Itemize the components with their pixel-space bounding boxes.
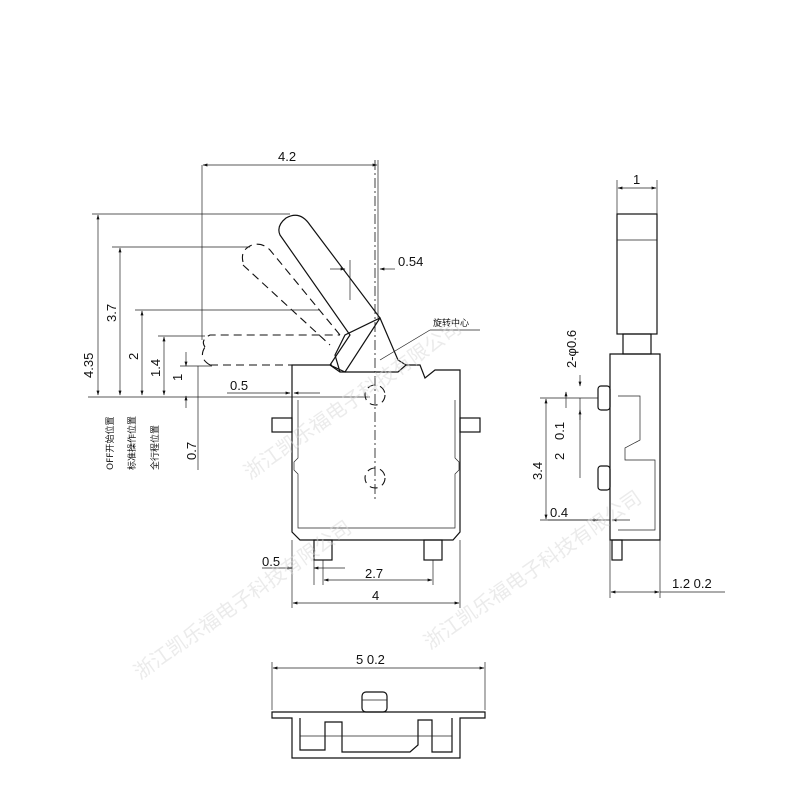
end-terminal xyxy=(611,539,623,561)
actuator-base xyxy=(334,317,407,373)
watermark-text-2: 浙江凯乐福电子科技有限公司 xyxy=(129,515,356,684)
dim-text-4-2: 4.2 xyxy=(278,149,296,164)
bottom-body-outline xyxy=(271,711,486,759)
left-tab xyxy=(271,417,293,433)
end-actuator xyxy=(616,213,658,335)
end-body-inner xyxy=(618,395,656,531)
dim-text-bottom-5: 5 0.2 xyxy=(356,652,385,667)
dim-text-1-4: 1.4 xyxy=(148,359,163,377)
dim-text-end-1-2: 1.2 0.2 xyxy=(672,576,712,591)
dim-text-end-2: 2 xyxy=(552,453,567,460)
bottom-inner-right xyxy=(372,718,453,753)
end-actuator-neck xyxy=(622,333,652,355)
dim-text-0-5-bottom: 0.5 xyxy=(262,554,280,569)
dim-text-3-7: 3.7 xyxy=(104,304,119,322)
dim-text-2: 2 xyxy=(126,353,141,360)
dim-text-4-35: 4.35 xyxy=(81,353,96,378)
watermark-text-1: 浙江凯乐福电子科技有限公司 xyxy=(239,315,466,484)
watermark-text-3: 浙江凯乐福电子科技有限公司 xyxy=(419,485,646,654)
dim-text-1: 1 xyxy=(170,374,185,381)
actuator-full-position xyxy=(201,334,340,366)
rotation-center-label: 旋转中心 xyxy=(433,317,469,329)
end-view: 1 2-φ0.6 0.1 2 3.4 0.4 1.2 0.2 xyxy=(530,172,725,598)
end-pin-upper xyxy=(597,385,611,411)
bottom-inner-left xyxy=(299,718,372,753)
off-position-label: OFF开始位置 xyxy=(104,417,116,470)
dim-text-2-phi-0-6: 2-φ0.6 xyxy=(564,330,579,368)
dim-text-2-7: 2.7 xyxy=(365,566,383,581)
right-tab xyxy=(459,417,481,433)
bottom-actuator xyxy=(361,691,388,713)
dim-text-4: 4 xyxy=(372,588,379,603)
end-pin-lower xyxy=(597,465,611,491)
watermark: 浙江凯乐福电子科技有限公司 浙江凯乐福电子科技有限公司 浙江凯乐福电子科技有限公… xyxy=(129,315,646,684)
bottom-view: 5 0.2 xyxy=(271,652,486,759)
dim-text-0-7: 0.7 xyxy=(184,442,199,460)
actuator-standard-position-2 xyxy=(242,264,331,346)
dim-text-end-0-1: 0.1 xyxy=(552,422,567,440)
side-view: 4.2 0.54 旋转中心 4.35 3.7 2 1.4 1 0.7 0.5 xyxy=(81,149,481,608)
actuator-lever xyxy=(278,214,381,373)
full-travel-position-label: 全行程位置 xyxy=(149,425,161,470)
rotation-leader xyxy=(379,329,431,361)
dim-text-end-3-4: 3.4 xyxy=(530,462,545,480)
dim-text-0-54: 0.54 xyxy=(398,254,423,269)
standard-position-label: 标准操作位置 xyxy=(126,416,138,470)
actuator-standard-position xyxy=(241,243,341,336)
terminal-right xyxy=(423,539,443,561)
dim-text-end-0-4: 0.4 xyxy=(550,505,568,520)
dim-text-0-5-top: 0.5 xyxy=(230,378,248,393)
switch-body-inner xyxy=(293,400,460,529)
dim-text-end-1: 1 xyxy=(633,172,640,187)
switch-body-outline xyxy=(291,364,461,541)
